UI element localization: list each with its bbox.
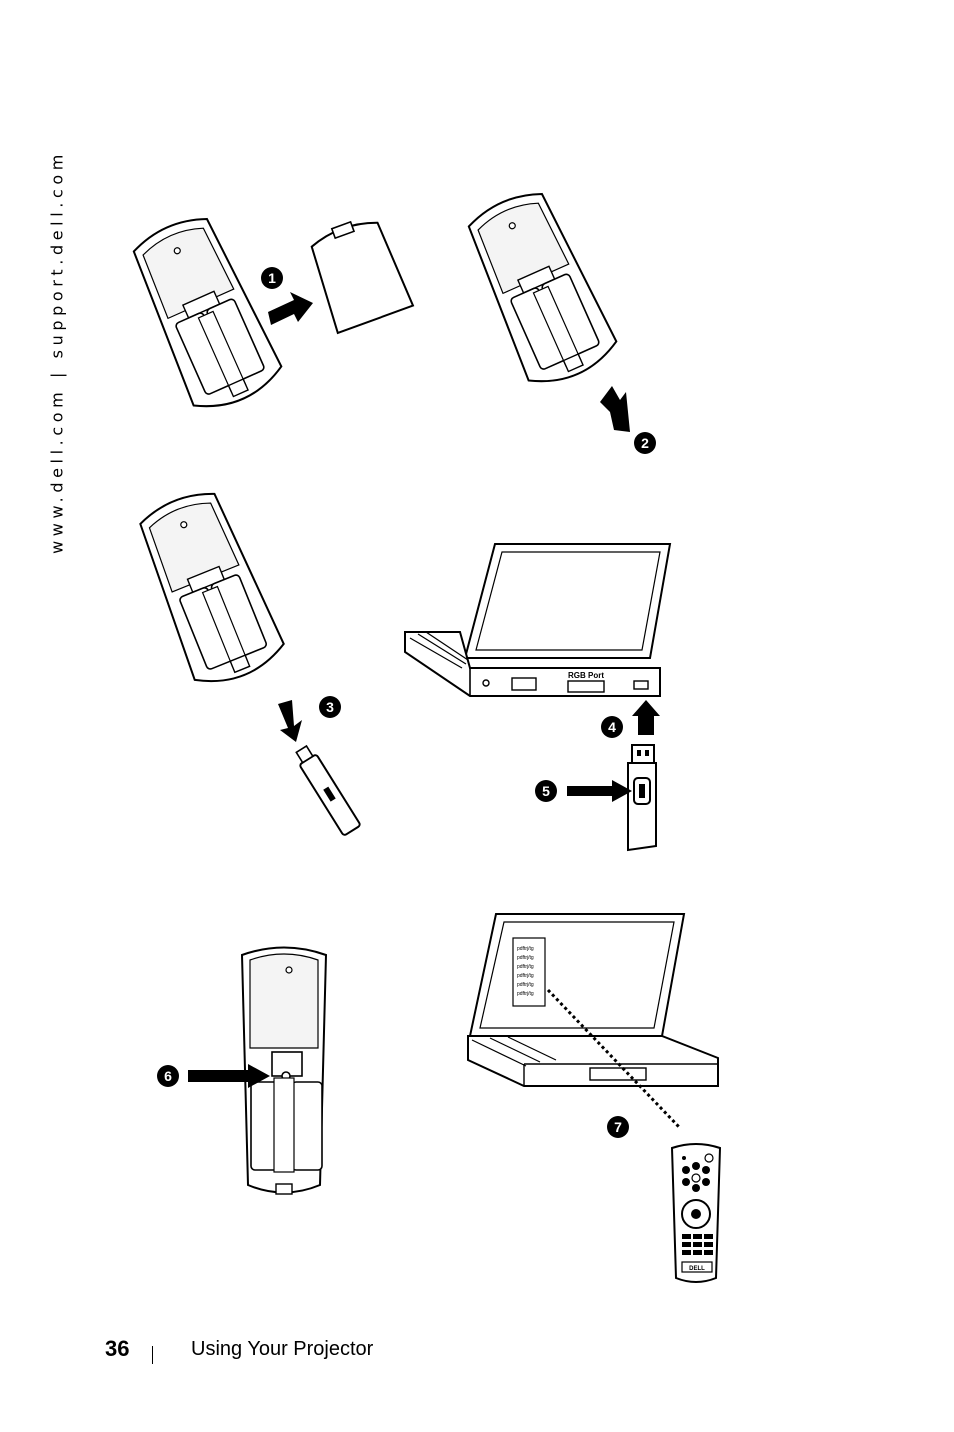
screen-line: pdftrj/tg [517, 964, 534, 970]
screen-line: pdftrj/tg [517, 982, 534, 988]
screen-line: pdftrj/tg [517, 946, 534, 952]
pointer-beam [546, 988, 682, 1130]
screen-text-lines: pdftrj/tg pdftrj/tg pdftrj/tg pdftrj/tg … [517, 946, 534, 997]
remote-receiver-eject [457, 181, 624, 395]
footer-divider [152, 1346, 153, 1364]
step-2-number: 2 [641, 435, 649, 451]
arrow-step-4 [632, 700, 660, 735]
arrow-step-2 [600, 386, 630, 432]
screen-line: pdftrj/tg [517, 955, 534, 961]
step-6-circle [157, 1065, 179, 1087]
step-1-number: 1 [268, 270, 276, 286]
screen-line: pdftrj/tg [517, 973, 534, 979]
laptop-side-view [404, 543, 672, 697]
remote-receiver-out [128, 482, 290, 694]
arrow-step-1 [268, 292, 313, 325]
step-7-number: 7 [614, 1119, 622, 1135]
battery-cover [310, 220, 415, 335]
page-number: 36 [105, 1336, 130, 1361]
laptop-front-view [467, 913, 719, 1087]
step-7-circle [607, 1116, 629, 1138]
step-6-number: 6 [164, 1068, 172, 1084]
arrow-step-3 [278, 700, 302, 742]
chapter-title: Using Your Projector [191, 1338, 374, 1360]
usb-receiver-upright [627, 744, 657, 852]
remote-front [670, 1143, 722, 1283]
step-5-number: 5 [542, 783, 550, 799]
step-4-circle [601, 716, 623, 738]
usb-receiver-fallen [295, 744, 361, 836]
dell-logo: DELL [689, 1266, 705, 1272]
step-5-circle [535, 780, 557, 802]
step-3-number: 3 [326, 699, 334, 715]
step-4-number: 4 [608, 719, 616, 735]
arrow-step-6 [188, 1064, 270, 1088]
remote-cover-removed [122, 206, 289, 420]
remote-back-upright [240, 946, 328, 1195]
arrow-step-5 [567, 780, 632, 802]
step-3-circle [319, 696, 341, 718]
step-2-circle [634, 432, 656, 454]
rgb-port-label: RGB Port [568, 671, 604, 680]
screen-line: pdftrj/tg [517, 991, 534, 997]
step-1-circle [261, 267, 283, 289]
